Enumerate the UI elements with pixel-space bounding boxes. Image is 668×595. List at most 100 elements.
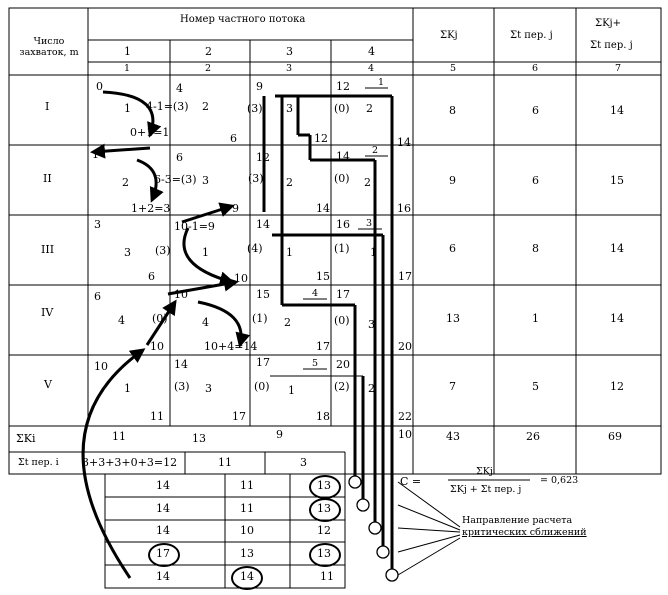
column-number-1: 1: [124, 63, 131, 74]
cell-value: (3): [247, 102, 263, 115]
cell-value: 3: [202, 174, 209, 187]
total-header-top: ΣKj+: [595, 18, 622, 29]
bottom-cell: 14: [156, 502, 170, 515]
cell-value: 10-1=9: [174, 220, 215, 233]
cell-value: (2): [334, 380, 350, 393]
direction-note-line1: Направление расчета: [462, 515, 573, 526]
row-label-5: V: [44, 378, 52, 391]
bottom-cell: 11: [240, 502, 254, 515]
cell-value: (3): [155, 244, 171, 257]
cell-value: 3: [368, 318, 375, 331]
cell-value: 1: [370, 246, 377, 259]
trans-row-label: Σt пер. i: [18, 457, 59, 468]
cell-value: 17: [336, 288, 350, 301]
cell-value: 10: [150, 340, 164, 353]
cell-value: 2: [364, 176, 371, 189]
bottom-cell: 11: [240, 479, 254, 492]
sum-row-value: 11: [112, 430, 126, 443]
bottom-cell: 10: [240, 524, 254, 537]
row-label-3: III: [41, 243, 55, 256]
cell-value: 1: [124, 102, 131, 115]
direction-note-line2: критических сближений: [462, 527, 587, 538]
bottom-cell: 13: [240, 547, 254, 560]
bottom-cell: 12: [317, 524, 331, 537]
cell-value: 2: [366, 102, 373, 115]
cell-value: 2: [368, 382, 375, 395]
cell-value: 16: [397, 202, 411, 215]
sum-trans-j-value: 1: [532, 312, 539, 325]
row-label-2: II: [43, 172, 52, 185]
cell-value: 16: [336, 218, 350, 231]
cell-value: (4): [247, 242, 263, 255]
sum-kj-header: ΣKj: [440, 30, 458, 41]
sum-row-value: 10: [398, 428, 412, 441]
cell-value: 9: [256, 80, 263, 93]
sum-row-value: 69: [608, 430, 622, 443]
trans-row-value: 3+3+3+0+3=12: [82, 456, 178, 469]
sum-trans-j-value: 5: [532, 380, 539, 393]
table-grid: [8, 7, 662, 589]
cell-value: 15: [256, 288, 270, 301]
cell-value: 20: [398, 340, 412, 353]
formula-result: = 0,623: [540, 475, 579, 486]
formula-denominator: ΣKj + Σt пер. j: [450, 484, 522, 495]
critical-circle: [148, 543, 180, 567]
cell-value: 17: [232, 410, 246, 423]
cell-value: 10: [94, 360, 108, 373]
cell-value: 6: [148, 270, 155, 283]
critical-circle: [309, 543, 341, 567]
column-number-5: 5: [450, 63, 457, 74]
cell-value: 14: [316, 202, 330, 215]
cell-value: 12: [336, 80, 350, 93]
cell-value: (3): [248, 172, 264, 185]
cell-value: 2: [286, 176, 293, 189]
cell-value: 1: [288, 384, 295, 397]
link-lines: [270, 87, 530, 576]
trans-row-value: 11: [218, 456, 232, 469]
cell-value: (0): [334, 102, 350, 115]
cell-value: 17: [398, 270, 412, 283]
column-number-2: 2: [205, 63, 212, 74]
sum-kj-value: 8: [449, 104, 456, 117]
cell-value: 0: [96, 80, 103, 93]
formula-lhs: C =: [400, 475, 422, 488]
cell-value: 1: [124, 382, 131, 395]
total-value: 14: [610, 312, 624, 325]
column-number-4: 4: [368, 63, 375, 74]
cell-value: 11: [150, 410, 164, 423]
cell-value: 10: [174, 288, 188, 301]
bottom-cell: 14: [156, 570, 170, 583]
cell-value: (0): [334, 172, 350, 185]
critical-circle: [309, 498, 341, 522]
cell-value: 12: [314, 132, 328, 145]
cell-value: 4-1=(3): [146, 100, 189, 113]
stream-number-2: 2: [205, 45, 212, 58]
sum-trans-j-header: Σt пер. j: [510, 30, 553, 41]
cell-value: 3: [205, 382, 212, 395]
link-label: 5: [312, 358, 319, 369]
cell-value: 4: [202, 316, 209, 329]
sum-trans-j-value: 6: [532, 174, 539, 187]
column-number-6: 6: [532, 63, 539, 74]
sum-row-value: 9: [276, 428, 283, 441]
sequence-arrows: [81, 90, 251, 579]
cell-value: 2: [202, 100, 209, 113]
sum-row-value: 43: [446, 430, 460, 443]
cell-value: 2: [122, 176, 129, 189]
link-label: 3: [366, 218, 373, 229]
cell-value: (0): [334, 314, 350, 327]
cell-value: (1): [252, 312, 268, 325]
cell-value: 18: [316, 410, 330, 423]
cell-value: 0+1=1: [130, 126, 170, 139]
stream-number-3: 3: [286, 45, 293, 58]
cell-value: 3: [94, 218, 101, 231]
critical-circle: [231, 566, 263, 590]
total-value: 14: [610, 242, 624, 255]
row-label-header: Число захваток, m: [19, 36, 79, 58]
cell-value: 22: [398, 410, 412, 423]
cell-value: 6: [94, 290, 101, 303]
critical-circle: [309, 475, 341, 499]
row-label-1: I: [45, 100, 50, 113]
column-number-7: 7: [615, 63, 622, 74]
